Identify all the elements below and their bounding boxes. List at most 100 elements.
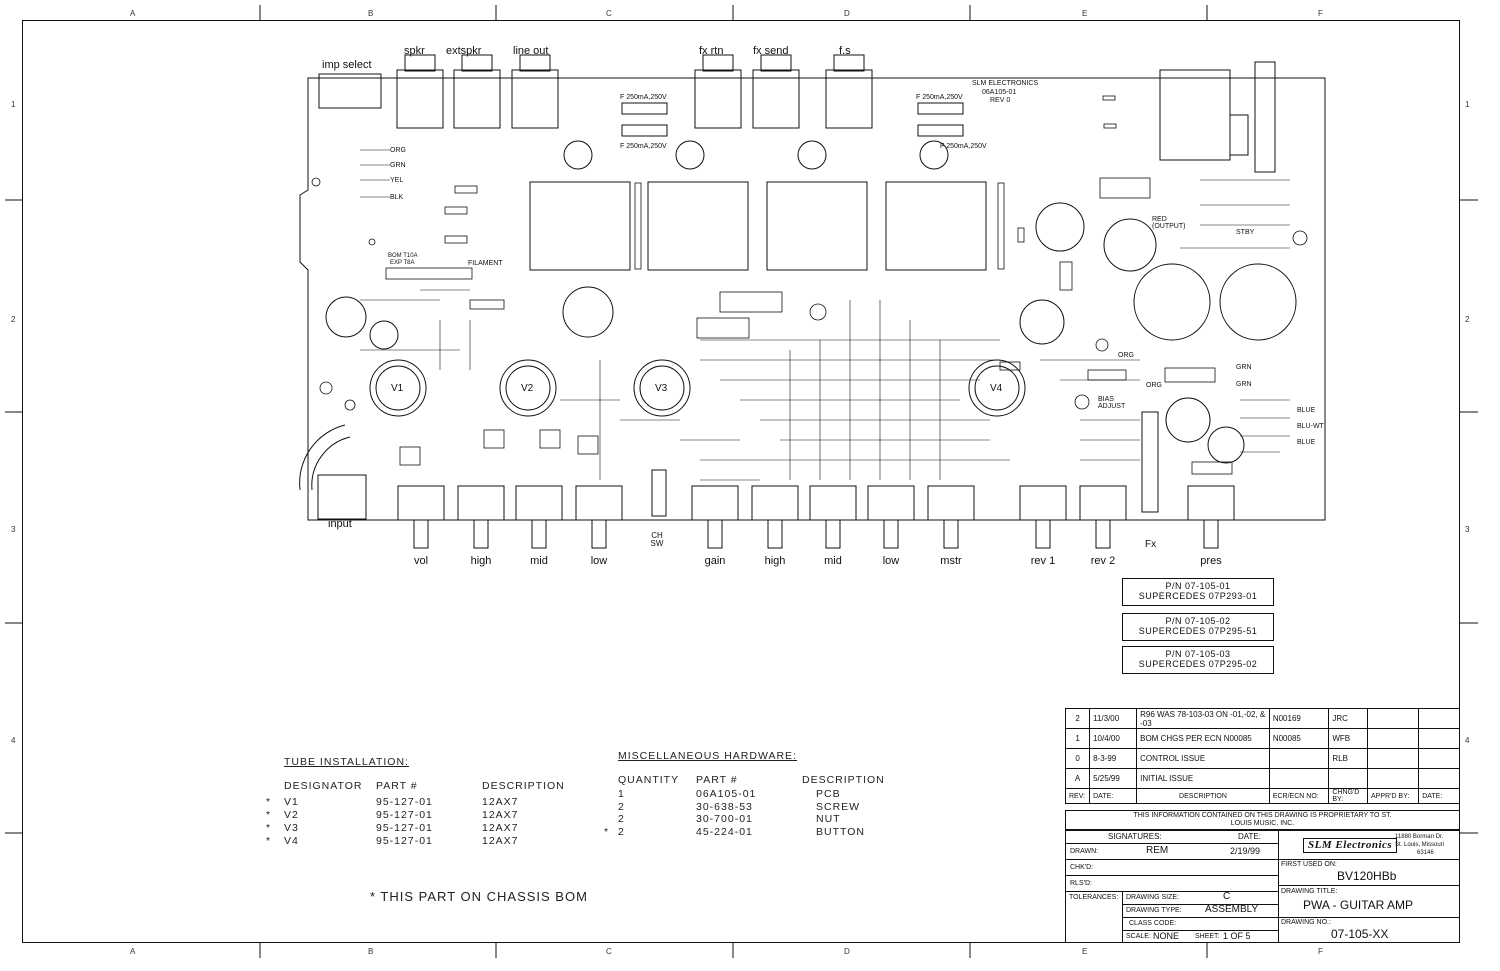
tube-row-star: * — [266, 822, 272, 834]
tube-hdr-part: PART # — [376, 780, 418, 792]
input-label: input — [328, 518, 352, 530]
bias-adjust-label: BIAS ADJUST — [1098, 396, 1126, 410]
signatures-grid: SIGNATURES: DATE: DRAWN: REM 2/19/99 CHK… — [1066, 831, 1278, 943]
tube-row-designator: V4 — [284, 835, 299, 847]
tube-row-desc: 12AX7 — [482, 835, 519, 847]
tube-row-part: 95-127-01 — [376, 809, 433, 821]
drawing-title-label: DRAWING TITLE: — [1281, 888, 1338, 895]
pot-vol-label: vol — [413, 555, 429, 567]
fuse-f5-rating: F 250mA,250V — [620, 143, 667, 150]
rev-ecr-cell — [1268, 748, 1330, 769]
class-code-label: CLASS CODE: — [1129, 920, 1177, 927]
misc-row-qty: 2 — [618, 813, 625, 825]
part-number-3: P/N 07-105-03 — [1165, 649, 1231, 659]
signatures-date-header: DATE: — [1238, 832, 1261, 841]
misc-row-part: 45-224-01 — [696, 826, 753, 838]
rev-hdr-chngd: CHNG'D BY: — [1328, 788, 1369, 804]
pot-low-label: low — [590, 555, 608, 567]
fx-rtn-jack — [694, 69, 742, 129]
zone-col-d-top: D — [844, 9, 850, 18]
revision-row: 1 10/4/00 BOM CHGS PER ECN N00085 N00085… — [1064, 728, 1460, 749]
part-number-box-2: P/N 07-105-02 SUPERCEDES 07P295-51 — [1122, 613, 1274, 641]
right-wire-org-2: ORG — [1146, 382, 1162, 389]
drawn-label: DRAWN: — [1070, 848, 1099, 855]
fx-switch-label: Fx — [1145, 539, 1157, 550]
rev-hdr-date: DATE: — [1089, 788, 1138, 804]
filter-cap-c47 — [562, 286, 614, 338]
tube-row-star: * — [266, 796, 272, 808]
pot-pres-label: pres — [1200, 555, 1222, 567]
company-address-3: 63146 — [1417, 850, 1434, 856]
spkr-label: spkr — [404, 45, 425, 57]
rev-hdr: REV: — [1064, 788, 1091, 804]
misc-row-qty: 1 — [618, 788, 625, 800]
fuse-f4-rating: F 250mA,250V — [620, 94, 667, 101]
rev-date-cell: 11/3/00 — [1089, 708, 1138, 729]
tube-row-star: * — [266, 809, 272, 821]
right-wire-grn-2: GRN — [1236, 381, 1252, 388]
rev-appr-cell — [1367, 708, 1420, 729]
fx-send-jack — [752, 69, 800, 129]
rev-hdr-appr-date: DATE: — [1418, 788, 1460, 804]
filter-cap-c44 — [1219, 263, 1297, 341]
pot-rev2-label: rev 2 — [1090, 555, 1116, 567]
pot-high-label: high — [470, 555, 492, 567]
zone-row-3-left: 3 — [11, 525, 16, 534]
misc-row-part: 30-700-01 — [696, 813, 753, 825]
ch-sw-label: CH SW — [650, 531, 664, 548]
zone-col-c-bottom: C — [606, 947, 612, 956]
zone-col-b-top: B — [368, 9, 374, 18]
drawn-date: 2/19/99 — [1230, 846, 1261, 856]
part-number-1: P/N 07-105-01 — [1165, 581, 1231, 591]
title-info: SLM Electronics 11880 Borman Dr. St. Lou… — [1279, 831, 1459, 943]
tube-row-part: 95-127-01 — [376, 796, 433, 808]
company-logo: SLM Electronics — [1303, 838, 1398, 853]
rev-date-cell: 10/4/00 — [1089, 728, 1138, 749]
drawing-type-label: DRAWING TYPE: — [1126, 907, 1182, 914]
zone-col-f-top: F — [1318, 9, 1323, 18]
pot-gain-label: gain — [704, 555, 726, 567]
right-wire-grn-1: GRN — [1236, 364, 1252, 371]
line-out-label: line out — [513, 45, 549, 57]
zone-row-2-left: 2 — [11, 315, 16, 324]
misc-row-desc: SCREW — [816, 801, 861, 813]
tube-socket-v3 — [633, 359, 691, 417]
pot-bodies — [397, 485, 1235, 521]
fx-switch — [1141, 411, 1159, 513]
stby-label: STBY — [1236, 229, 1255, 236]
zone-col-b-bottom: B — [368, 947, 374, 956]
rev-hdr-apprd: APPR'D BY: — [1367, 788, 1420, 804]
rev-by-cell: WFB — [1328, 728, 1369, 749]
zone-col-a-top: A — [130, 9, 136, 18]
sheet-label: SHEET: — [1195, 933, 1220, 940]
main-fuse-sub-label: EXP T8A — [390, 260, 415, 266]
supercedes-3: SUPERCEDES 07P295-02 — [1138, 659, 1258, 669]
scale-value: NONE — [1153, 931, 1180, 941]
filter-cap-c55 — [1207, 426, 1245, 464]
drawn-by: REM — [1146, 845, 1169, 856]
rev-hdr-ecr: ECR/ECN NO: — [1268, 788, 1330, 804]
rev-by-cell — [1328, 768, 1369, 789]
pot-low2-label: low — [882, 555, 900, 567]
zone-col-e-top: E — [1082, 9, 1088, 18]
tube-v2-label: V2 — [521, 383, 534, 394]
rev-appr-date-cell — [1418, 728, 1460, 749]
signatures-header: SIGNATURES: — [1108, 832, 1162, 841]
revision-header-row: REV: DATE: DESCRIPTION ECR/ECN NO: CHNG'… — [1064, 788, 1460, 804]
zone-row-2-right: 2 — [1465, 315, 1470, 324]
fs-label: f.s — [839, 45, 851, 57]
red-output-label: RED (OUTPUT) — [1152, 216, 1186, 230]
ch-sw-switch — [651, 469, 667, 517]
proprietary-notice: THIS INFORMATION CONTAINED ON THIS DRAWI… — [1065, 810, 1460, 830]
tube-v1-label: V1 — [391, 383, 404, 394]
relay-block-4 — [885, 181, 987, 271]
rev-appr-cell — [1367, 728, 1420, 749]
right-wire-blue-1: BLUE — [1297, 407, 1316, 414]
spkr-jack — [396, 69, 444, 129]
drawing-size-label: DRAWING SIZE: — [1126, 894, 1180, 901]
tube-socket-v1 — [369, 359, 427, 417]
pcb-outline — [299, 77, 1326, 521]
rev-date-cell: 8-3-99 — [1089, 748, 1138, 769]
